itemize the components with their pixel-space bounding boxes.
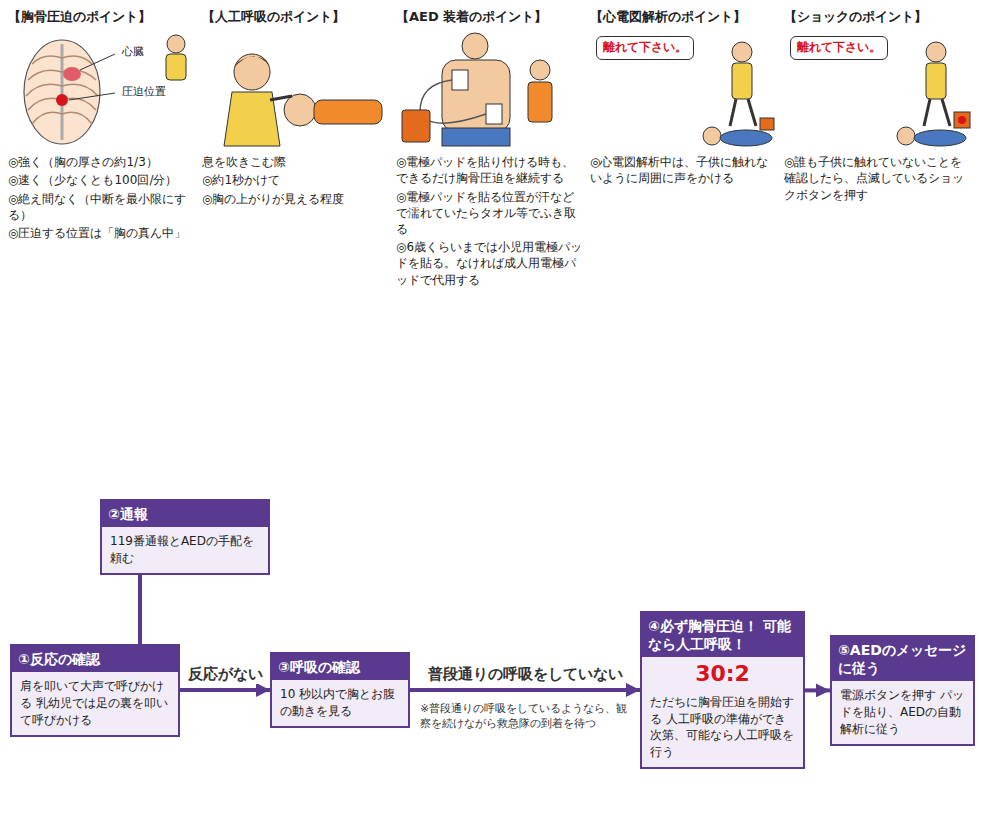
child-body — [914, 130, 966, 146]
point-panel: 【胸骨圧迫のポイント】 ◎強く（胸の厚さの約1/3） ◎速く（少なくとも100回/分… — [8, 8, 196, 241]
patient-body — [314, 100, 382, 124]
patient-head — [284, 94, 316, 126]
rescuer-body — [528, 82, 552, 122]
electrode-pad — [452, 70, 468, 90]
rescuer-head — [234, 54, 270, 90]
compression-point — [56, 94, 68, 106]
leader-line — [69, 93, 115, 100]
rescuer-head — [732, 42, 752, 62]
flow-connector — [805, 688, 830, 692]
flow-connector — [138, 575, 142, 644]
box-text: ただちに胸骨圧迫を開始する 人工呼吸の準備ができ次第、可能なら人工呼吸を行う — [642, 688, 803, 767]
patient-shorts — [442, 128, 510, 146]
speech-bubble: 離れて下さい。 — [596, 36, 694, 60]
electrode-pad — [486, 104, 502, 124]
point-item: ◎強く（胸の厚さの約1/3） — [8, 154, 196, 170]
point-panel: 【AED 装着のポイント】 ◎電極パッドを貼り付ける時も、できるだけ胸骨圧迫を継続… — [396, 8, 584, 288]
point-heading: 【胸骨圧迫のポイント】 — [8, 8, 196, 26]
edge-label: 反応がない — [185, 665, 266, 684]
heart — [63, 67, 81, 81]
rescuer-head — [167, 35, 185, 53]
rescuer-legs — [924, 99, 950, 126]
point-item: ◎電極パッドを貼り付ける時も、できるだけ胸骨圧迫を継続する — [396, 154, 584, 186]
aed-unit — [402, 110, 430, 142]
rescuer-body — [926, 63, 946, 99]
box-title: ⑤AEDのメッセージに従う — [832, 637, 973, 681]
box-title: ④必ず胸骨圧迫！ 可能なら人工呼吸！ — [642, 613, 803, 657]
point-item: ◎速く（少なくとも100回/分） — [8, 172, 196, 188]
child-head — [897, 127, 915, 145]
box-title: ③呼吸の確認 — [272, 654, 408, 680]
process-box: ⑤AEDのメッセージに従う電源ボタンを押す パッドを貼り、AEDの自動解析に従う — [830, 635, 975, 746]
point-item: ◎胸の上がりが見える程度 — [202, 191, 390, 207]
point-item: ◎電極パッドを貼る位置が汗などで濡れていたらタオル等でふき取る — [396, 189, 584, 238]
point-heading: 【ショックのポイント】 — [784, 8, 972, 26]
point-panel: 【人工呼吸のポイント】息を吹きこむ際 ◎約1秒かけて ◎胸の上がりが見える程度 — [202, 8, 390, 207]
patient-head — [462, 33, 488, 59]
point-item: ◎誰も子供に触れていないことを確認したら、点滅しているショックボタンを押す — [784, 154, 972, 203]
rescuer-body — [166, 54, 186, 80]
rescuer-body — [732, 63, 752, 99]
process-box: ①反応の確認肩を叩いて大声で呼びかける 乳幼児では足の裏を叩いて呼びかける — [10, 644, 180, 737]
box-text: 肩を叩いて大声で呼びかける 乳幼児では足の裏を叩いて呼びかける — [12, 672, 178, 734]
shock-button — [958, 116, 966, 124]
rescue-breathing-illustration — [224, 54, 382, 146]
rescuer-head — [530, 60, 550, 80]
ecg-analysis-illustration — [703, 42, 774, 146]
speech-bubble: 離れて下さい。 — [790, 36, 888, 60]
point-item: ◎6歳くらいまでは小児用電極パッドを貼る。なければ成人用電極パッドで代用する — [396, 239, 584, 288]
part-label: 心臓 — [120, 44, 146, 59]
point-item: ◎心電図解析中は、子供に触れないように周囲に声をかける — [590, 154, 778, 186]
patient-torso — [442, 60, 510, 132]
process-box: ④必ず胸骨圧迫！ 可能なら人工呼吸！30:2ただちに胸骨圧迫を開始する 人工呼吸… — [640, 611, 805, 769]
box-text: 電源ボタンを押す パッドを貼り、AEDの自動解析に従う — [832, 681, 973, 743]
point-item: ◎約1秒かけて — [202, 172, 390, 188]
aed-unit — [954, 112, 970, 128]
point-item: 息を吹きこむ際 — [202, 154, 390, 170]
flow-connector — [410, 688, 640, 692]
aed-unit — [760, 118, 774, 130]
process-box: ②通報119番通報とAEDの手配を頼む — [100, 499, 270, 575]
part-label: 圧迫位置 — [120, 84, 168, 99]
box-text: 119番通報とAEDの手配を頼む — [102, 527, 268, 573]
point-heading: 【AED 装着のポイント】 — [396, 8, 584, 26]
leader-line — [80, 54, 115, 70]
rescuer-legs — [730, 99, 756, 126]
point-item: ◎絶え間なく（中断を最小限にする） — [8, 191, 196, 223]
aed-illustration — [402, 33, 552, 146]
child-head — [703, 127, 721, 145]
box-title: 離れて下さい。 — [795, 40, 883, 56]
rescuer-head — [926, 42, 946, 62]
chest-outline — [24, 40, 100, 144]
box-text: 10 秒以内で胸とお腹の動きを見る — [272, 680, 408, 726]
flow-connector — [180, 688, 270, 692]
box-title: ②通報 — [102, 501, 268, 527]
note-text: ※普段通りの呼吸をしているようなら、観察を続けながら救急隊の到着を待つ — [420, 702, 630, 732]
point-heading: 【心電図解析のポイント】 — [590, 8, 778, 26]
box-title: ①反応の確認 — [12, 646, 178, 672]
rescuer-arm — [270, 96, 292, 100]
shock-illustration — [897, 42, 970, 146]
point-panel: 【心電図解析のポイント】 ◎心電図解析中は、子供に触れないように周囲に声をかける — [590, 8, 778, 187]
ribcage-illustration — [24, 35, 186, 144]
process-box: ③呼吸の確認10 秒以内で胸とお腹の動きを見る — [270, 652, 410, 728]
point-item: ◎圧迫する位置は「胸の真ん中」 — [8, 225, 196, 241]
rescuer-hair — [234, 56, 270, 68]
box-text: 30:2 — [642, 657, 803, 687]
box-title: 離れて下さい。 — [601, 40, 689, 56]
child-body — [720, 130, 772, 146]
edge-label: 普段通りの呼吸をしていない — [425, 665, 626, 684]
point-heading: 【人工呼吸のポイント】 — [202, 8, 390, 26]
